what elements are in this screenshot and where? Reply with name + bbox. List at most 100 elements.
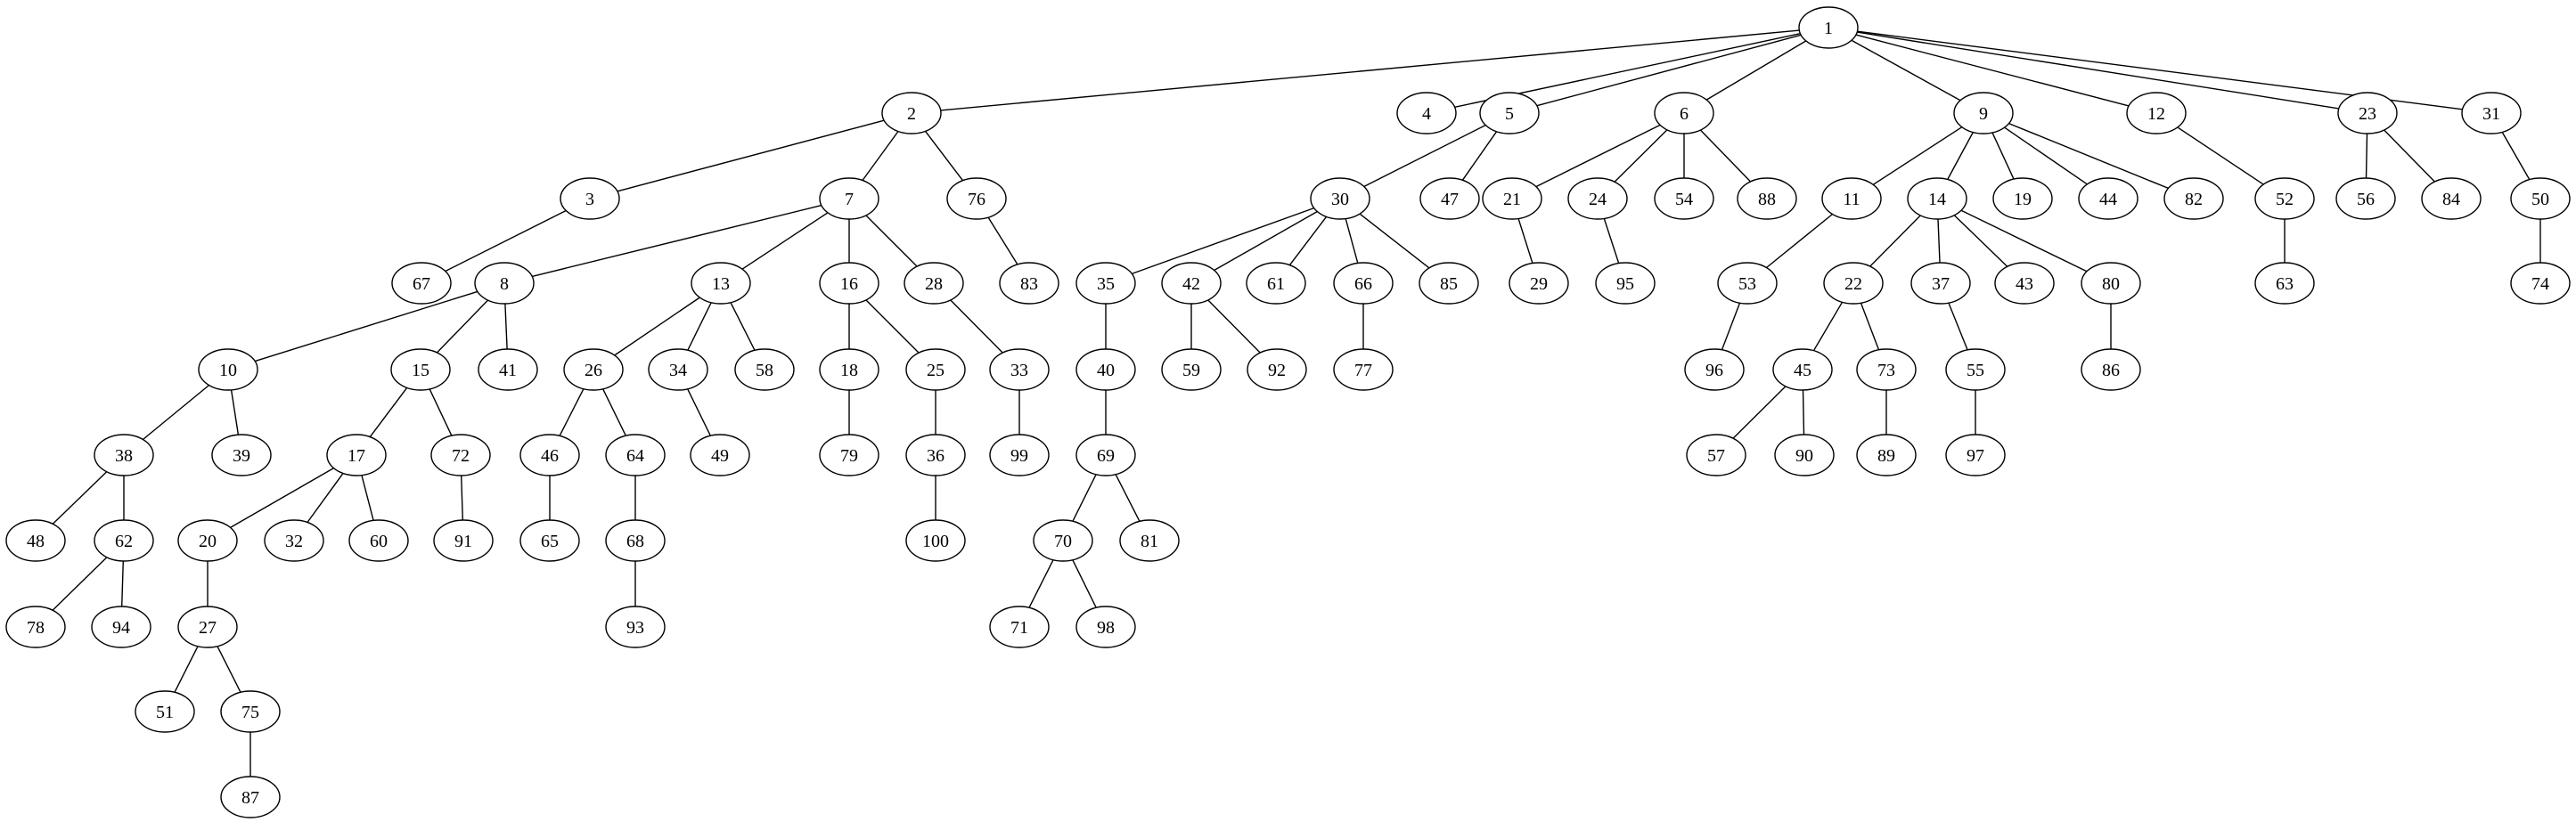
edge-76-83 [987, 216, 1018, 265]
node-7: 7 [819, 177, 879, 220]
node-ellipse [1994, 262, 2055, 305]
node-18: 18 [819, 348, 879, 391]
edge-5-30 [1363, 124, 1486, 188]
edge-27-75 [217, 646, 241, 693]
node-96: 96 [1684, 348, 1745, 391]
node-70: 70 [1033, 519, 1093, 562]
node-14: 14 [1907, 177, 1967, 220]
node-54: 54 [1654, 177, 1714, 220]
node-label: 54 [1675, 190, 1693, 209]
node-label: 83 [1020, 274, 1038, 294]
node-label: 60 [370, 532, 388, 551]
node-ellipse [519, 519, 580, 562]
node-94: 94 [91, 606, 151, 648]
node-ellipse [135, 690, 195, 733]
node-29: 29 [1509, 262, 1569, 305]
node-label: 41 [499, 361, 517, 380]
node-label: 69 [1097, 446, 1115, 466]
node-ellipse [1945, 348, 2006, 391]
node-ellipse [1654, 177, 1714, 220]
node-86: 86 [2081, 348, 2141, 391]
node-ellipse [91, 606, 151, 648]
node-ellipse [2081, 262, 2141, 305]
node-ellipse [1821, 177, 1882, 220]
node-ellipse [648, 348, 708, 391]
node-ellipse [1992, 177, 2053, 220]
node-label: 56 [2357, 190, 2375, 209]
node-label: 71 [1010, 618, 1028, 638]
node-28: 28 [904, 262, 964, 305]
node-ellipse [1595, 262, 1656, 305]
node-label: 31 [2482, 104, 2500, 124]
edge-2-76 [924, 130, 964, 182]
node-label: 90 [1795, 446, 1813, 466]
node-ellipse [1419, 262, 1479, 305]
node-24: 24 [1567, 177, 1628, 220]
node-60: 60 [348, 519, 409, 562]
node-label: 47 [1441, 190, 1459, 209]
edge-22-73 [1860, 302, 1880, 351]
node-ellipse [1567, 177, 1628, 220]
edge-1-6 [1705, 40, 1807, 101]
node-label: 29 [1530, 274, 1548, 294]
edge-9-11 [1872, 126, 1963, 185]
node-59: 59 [1161, 348, 1222, 391]
node-label: 94 [112, 618, 130, 638]
node-label: 87 [241, 788, 259, 808]
node-label: 15 [412, 361, 429, 380]
node-label: 42 [1182, 274, 1200, 294]
node-label: 25 [927, 361, 945, 380]
edge-13-58 [730, 302, 756, 351]
edge-1-23 [1857, 31, 2339, 110]
node-label: 8 [500, 274, 509, 294]
node-56: 56 [2335, 177, 2396, 220]
node-61: 61 [1246, 262, 1306, 305]
node-label: 93 [626, 618, 644, 638]
node-97: 97 [1945, 434, 2006, 476]
node-ellipse [2421, 177, 2482, 220]
node-71: 71 [989, 606, 1050, 648]
node-78: 78 [5, 606, 66, 648]
node-ellipse [1075, 434, 1136, 476]
edge-27-51 [174, 646, 199, 693]
node-ellipse [2126, 92, 2187, 134]
node-label: 78 [27, 618, 45, 638]
node-label: 76 [968, 190, 985, 209]
edge-45-90 [1802, 389, 1805, 435]
node-62: 62 [94, 519, 154, 562]
edge-24-95 [1603, 218, 1620, 264]
node-label: 57 [1707, 446, 1725, 466]
node-label: 85 [1440, 274, 1458, 294]
node-57: 57 [1686, 434, 1746, 476]
node-ellipse [1910, 262, 1971, 305]
node-89: 89 [1856, 434, 1917, 476]
edge-30-35 [1132, 207, 1314, 275]
node-label: 49 [711, 446, 729, 466]
edge-17-60 [361, 475, 374, 521]
node-22: 22 [1823, 262, 1884, 305]
node-76: 76 [946, 177, 1007, 220]
edge-7-13 [741, 212, 829, 270]
node-73: 73 [1856, 348, 1917, 391]
node-81: 81 [1119, 519, 1180, 562]
node-84: 84 [2421, 177, 2482, 220]
node-label: 84 [2442, 190, 2460, 209]
edge-16-25 [865, 299, 920, 354]
node-label: 23 [2359, 104, 2376, 124]
edge-21-29 [1517, 218, 1533, 264]
node-66: 66 [1333, 262, 1394, 305]
node-95: 95 [1595, 262, 1656, 305]
node-ellipse [2254, 177, 2315, 220]
node-label: 46 [541, 446, 559, 466]
node-51: 51 [135, 690, 195, 733]
node-ellipse [478, 348, 538, 391]
node-4: 4 [1396, 92, 1457, 134]
edge-2-7 [862, 131, 899, 181]
node-ellipse [1509, 262, 1569, 305]
node-label: 89 [1877, 446, 1895, 466]
node-label: 3 [585, 190, 594, 209]
node-label: 48 [27, 532, 45, 551]
node-ellipse [177, 606, 238, 648]
node-ellipse [220, 690, 281, 733]
node-ellipse [819, 262, 879, 305]
